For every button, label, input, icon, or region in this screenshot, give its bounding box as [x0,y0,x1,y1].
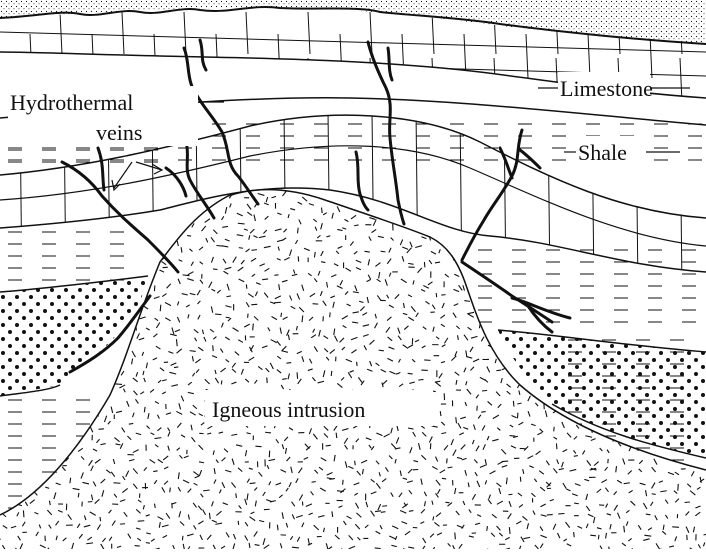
veins-label: veins [96,120,142,145]
igneous-intrusion-label: Igneous intrusion [212,397,365,422]
limestone-label: Limestone [560,76,653,101]
vein-label-leaders [112,162,162,190]
hydrothermal-label: Hydrothermal [10,90,133,115]
shale-label: Shale [578,140,627,165]
sandy-surface-layer [0,0,706,44]
vein-center [356,152,368,210]
